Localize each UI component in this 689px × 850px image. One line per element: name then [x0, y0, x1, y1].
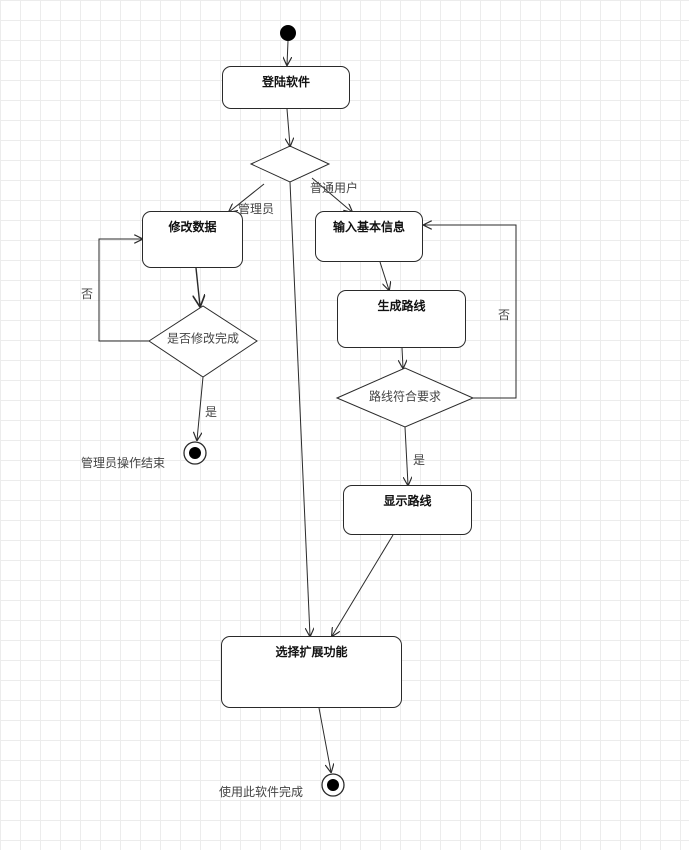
edge-check-yes-end [197, 376, 204, 440]
edge-login-to-decision [287, 108, 290, 146]
admin-end-label: 管理员操作结束 [81, 456, 166, 470]
route-ok-label: 路线符合要求 [368, 389, 442, 404]
edge-check-no-loop [98, 239, 149, 342]
guard-yes-right: 是 [413, 453, 426, 467]
generate-route-action: 生成路线 [337, 290, 466, 348]
edge-select-to-end [318, 707, 331, 772]
edge-start-to-login [287, 40, 288, 65]
login-action: 登陆软件 [222, 66, 350, 109]
use-final-node [321, 773, 345, 797]
guard-yes-left: 是 [205, 405, 218, 419]
edge-show-to-select [332, 534, 394, 636]
edge-modify-to-check [196, 267, 200, 306]
show-route-action: 显示路线 [343, 485, 472, 535]
select-ext-action: 选择扩展功能 [221, 636, 402, 708]
guard-admin: 管理员 [238, 202, 275, 216]
edge-input-to-generate [379, 261, 389, 290]
admin-final-node [183, 441, 207, 465]
modify-done-label: 是否修改完成 [166, 331, 240, 346]
edge-route-no-loop [424, 225, 517, 399]
initial-node [280, 25, 296, 41]
edge-decision-to-input [311, 177, 352, 212]
modify-done-decision [148, 305, 258, 378]
input-info-action: 输入基本信息 [315, 211, 423, 262]
guard-no-left: 否 [81, 287, 94, 301]
edge-decision-to-select [289, 181, 310, 636]
use-end-label: 使用此软件完成 [219, 785, 304, 799]
modify-data-action: 修改数据 [142, 211, 243, 268]
guard-no-right: 否 [498, 308, 511, 322]
user-type-decision [249, 145, 331, 183]
edge-decision-to-modify [229, 183, 265, 212]
edge-route-yes-show [405, 426, 408, 485]
guard-normal-user: 普通用户 [310, 181, 359, 195]
edge-generate-to-check [402, 347, 403, 368]
